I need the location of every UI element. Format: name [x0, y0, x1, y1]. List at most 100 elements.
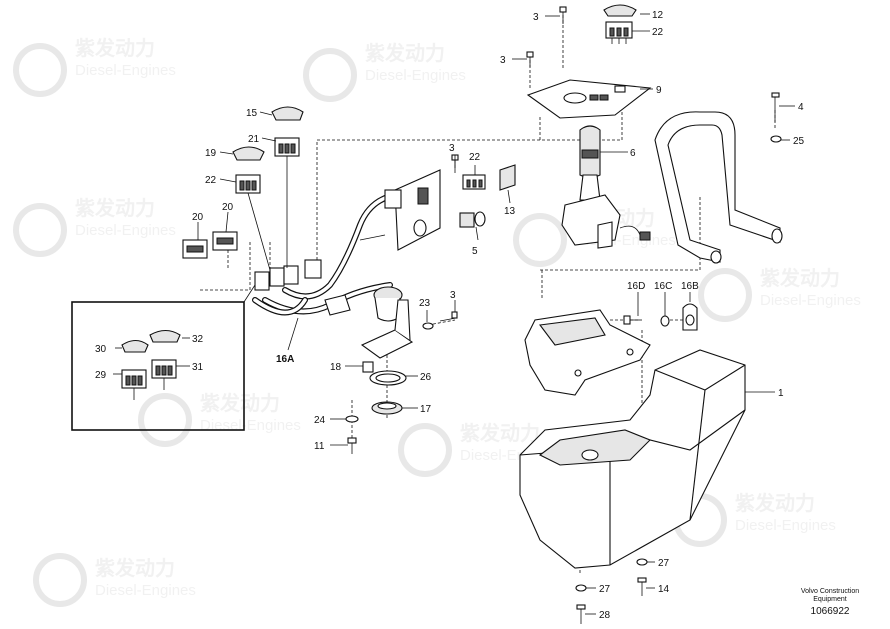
callout-14: 14 — [658, 584, 670, 595]
watermark-subtext: Diesel-Engines — [200, 417, 301, 434]
watermark-subtext: Diesel-Engines — [95, 582, 196, 599]
switch-cap-19 — [232, 146, 265, 161]
callout-6: 6 — [630, 148, 636, 159]
callout-27-right: 27 — [658, 558, 670, 569]
washer-27-right — [636, 558, 648, 566]
callout-21: 21 — [248, 134, 260, 145]
watermark-text: 紫发动力 — [95, 556, 175, 580]
screw-11 — [347, 437, 357, 454]
callout-9: 9 — [656, 85, 662, 96]
callout-3-top: 3 — [533, 12, 539, 23]
callout-3-lower: 3 — [450, 290, 456, 301]
inset-detail-box — [71, 284, 256, 431]
washer-23 — [422, 322, 434, 330]
callout-5: 5 — [472, 246, 478, 257]
rotary-switch-5 — [459, 211, 486, 241]
callout-22-center: 22 — [469, 152, 481, 163]
watermark-text: 紫发动力 — [75, 196, 155, 220]
footer-company: Volvo Construction — [801, 588, 859, 595]
watermark-subtext: Diesel-Engines — [365, 67, 466, 84]
screw-14 — [637, 577, 647, 596]
drawing-number: 1066922 — [811, 606, 850, 617]
bolt-4 — [771, 92, 780, 122]
watermark-logo: 紫发动力 Diesel-Engines — [698, 266, 861, 322]
callout-1: 1 — [778, 388, 784, 399]
callout-4: 4 — [798, 102, 804, 113]
callout-22-left: 22 — [205, 175, 217, 186]
callout-18: 18 — [330, 362, 342, 373]
callout-3-upper: 3 — [500, 55, 506, 66]
callout-24: 24 — [314, 415, 326, 426]
callout-25: 25 — [793, 136, 805, 147]
drawing-footer: Volvo Construction Equipment 1066922 — [801, 588, 859, 617]
screw-3-lower — [439, 311, 458, 322]
callout-26: 26 — [420, 372, 432, 383]
callout-labels: 3 3 12 22 9 6 4 25 1 3 22 13 5 15 21 19 … — [95, 10, 805, 621]
callout-16d: 16D — [627, 281, 645, 292]
screw-3-top — [559, 6, 567, 24]
nut-17 — [371, 401, 403, 415]
footer-division: Equipment — [813, 596, 847, 603]
switch-cap-30 — [121, 339, 149, 353]
callout-16c: 16C — [654, 281, 672, 292]
callout-19: 19 — [205, 148, 217, 159]
callout-22-top: 22 — [652, 27, 664, 38]
watermark-text: 紫发动力 — [460, 421, 540, 445]
watermark-logo: 紫发动力 Diesel-Engines — [33, 553, 196, 607]
callout-17: 17 — [420, 404, 432, 415]
blank-switch-20-right — [212, 231, 238, 251]
watermark-text: 紫发动力 — [200, 391, 280, 415]
callout-3-mid: 3 — [449, 143, 455, 154]
screw-28 — [576, 604, 586, 624]
watermark-layer: 紫发动力 Diesel-Engines 紫发动力 Diesel-Engines … — [13, 36, 861, 607]
rocker-switch-31 — [151, 359, 177, 390]
switch-cap-12 — [603, 4, 637, 17]
spacer-18 — [362, 361, 374, 373]
callout-16b: 16B — [681, 281, 699, 292]
screw-16d — [623, 315, 642, 325]
clip-16b — [682, 303, 698, 331]
callout-32: 32 — [192, 334, 204, 345]
callout-20-right: 20 — [222, 202, 234, 213]
washer-16c — [660, 315, 670, 327]
callout-30: 30 — [95, 344, 107, 355]
rocker-switch-22-top — [605, 21, 633, 44]
blank-switch-20-left — [182, 239, 208, 259]
washer-27-left — [575, 584, 587, 592]
watermark-logo: 紫发动力 Diesel-Engines — [13, 196, 176, 257]
washer-24 — [345, 415, 359, 423]
rocker-switch-21 — [274, 137, 300, 268]
switch-cap-32 — [149, 329, 181, 343]
switch-mount-plate — [394, 169, 441, 251]
watermark-logo: 紫发动力 Diesel-Engines — [13, 36, 176, 97]
callout-23: 23 — [419, 298, 431, 309]
rocker-switch-22-center — [462, 174, 486, 190]
callout-16a: 16A — [276, 354, 294, 365]
callout-12: 12 — [652, 10, 664, 21]
callout-11: 11 — [314, 441, 325, 452]
watermark-text: 紫发动力 — [75, 36, 155, 60]
panel-plate — [526, 79, 652, 119]
grab-handle — [654, 111, 783, 264]
wire-harness-16a — [252, 189, 403, 322]
watermark-subtext: Diesel-Engines — [735, 517, 836, 534]
washer-25 — [770, 135, 782, 143]
gasket-26 — [369, 370, 407, 386]
screw-3-upper-left — [526, 51, 534, 67]
watermark-text: 紫发动力 — [760, 266, 840, 290]
rocker-switch-29 — [121, 369, 147, 400]
watermark-logo: 紫发动力 Diesel-Engines — [138, 391, 301, 447]
callout-28: 28 — [599, 610, 611, 621]
callout-27-left: 27 — [599, 584, 611, 595]
callout-15: 15 — [246, 108, 258, 119]
callout-31: 31 — [192, 362, 204, 373]
rocker-switch-22-left — [235, 174, 271, 271]
switch-cover-13 — [499, 164, 516, 191]
watermark-subtext: Diesel-Engines — [75, 222, 176, 239]
mounting-bracket — [360, 299, 414, 359]
callout-13: 13 — [504, 206, 516, 217]
watermark-text: 紫发动力 — [735, 491, 815, 515]
watermark-text: 紫发动力 — [365, 41, 445, 65]
leader-lines — [113, 13, 795, 615]
